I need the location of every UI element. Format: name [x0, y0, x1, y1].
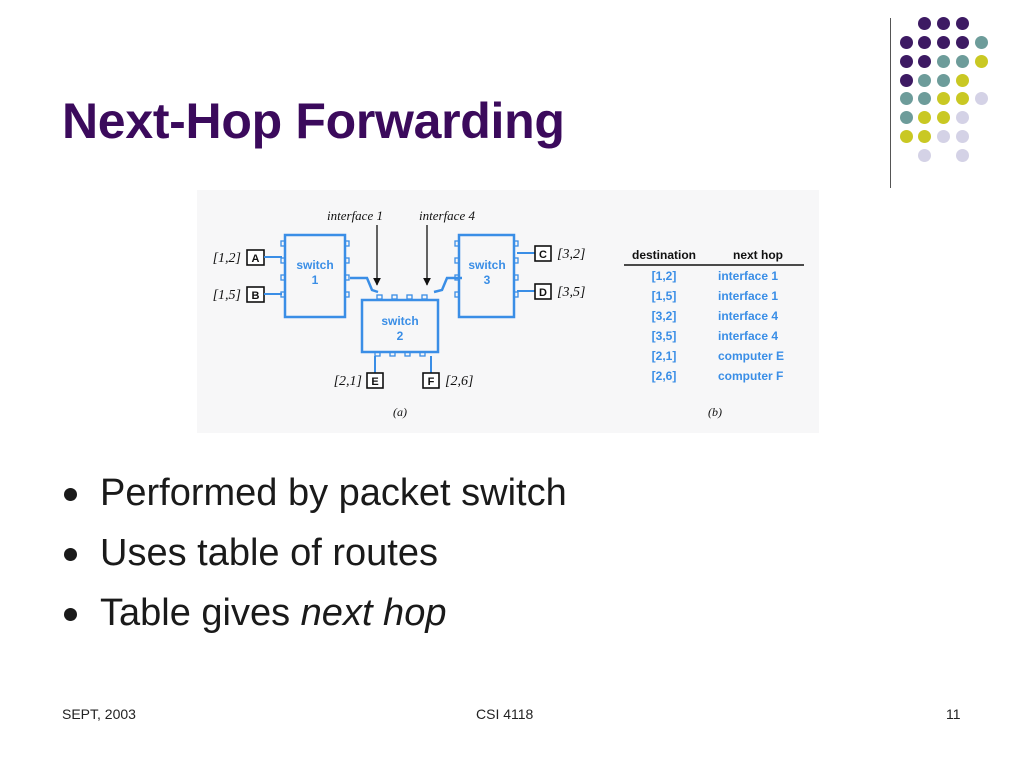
decor-dot — [900, 130, 913, 143]
computer-d: D [3,5] — [517, 283, 585, 300]
computer-e-id: E — [371, 376, 378, 388]
decor-dot — [937, 17, 950, 30]
table-cell-destination: [3,5] — [652, 329, 677, 343]
decor-dot — [937, 130, 950, 143]
decor-dot — [937, 92, 950, 105]
computer-b-id: B — [252, 290, 260, 302]
caption-b: (b) — [708, 405, 722, 419]
bullet-text: Table gives — [100, 592, 301, 634]
computer-b: [1,5] B — [213, 286, 282, 303]
switch-3-label: switch — [468, 258, 505, 272]
bullet-list: Performed by packet switch Uses table of… — [62, 465, 567, 645]
computer-a: [1,2] A — [213, 249, 282, 266]
computer-a-id: A — [252, 253, 260, 265]
decor-dot — [975, 36, 988, 49]
bullet-text: Performed by packet switch — [100, 472, 567, 514]
decor-dot — [956, 36, 969, 49]
decor-dot — [956, 111, 969, 124]
decor-dot — [975, 55, 988, 68]
bullet-text: Uses table of routes — [100, 532, 438, 574]
footer-page-number: 11 — [946, 706, 961, 722]
switch-2-number: 2 — [397, 329, 404, 343]
bullet-dot-icon — [64, 488, 77, 501]
switch-2-label: switch — [381, 314, 418, 328]
decor-dot — [937, 36, 950, 49]
decor-dot — [900, 111, 913, 124]
table-cell-next-hop: computer E — [718, 349, 784, 363]
decor-dot — [918, 111, 931, 124]
decor-dot — [956, 17, 969, 30]
switch-1-label: switch — [296, 258, 333, 272]
bullet-item: Performed by packet switch — [62, 465, 567, 525]
decor-dot — [900, 92, 913, 105]
table-cell-next-hop: interface 4 — [718, 329, 778, 343]
decor-dot — [956, 92, 969, 105]
computer-b-address: [1,5] — [213, 288, 241, 303]
table-cell-next-hop: interface 1 — [718, 289, 778, 303]
decor-dot — [918, 130, 931, 143]
switch-1: switch 1 — [280, 233, 350, 319]
switch-2: switch 2 — [360, 294, 440, 357]
footer-course: CSI 4118 — [476, 706, 534, 722]
switch-3: switch 3 — [454, 233, 519, 319]
switch-3-number: 3 — [484, 273, 491, 287]
computer-f-id: F — [428, 376, 435, 388]
routing-table: destination next hop [1,2] interface 1 [… — [624, 248, 804, 383]
switch-1-number: 1 — [312, 273, 319, 287]
table-cell-destination: [3,2] — [652, 309, 677, 323]
decor-dot — [900, 55, 913, 68]
decor-dot — [918, 17, 931, 30]
link-switch1-switch2 — [350, 276, 379, 294]
decor-dot — [918, 149, 931, 162]
decor-dot — [975, 92, 988, 105]
next-hop-figure: switch 1 switch 2 — [197, 190, 819, 433]
table-cell-destination: [1,2] — [652, 269, 677, 283]
table-cell-next-hop: interface 4 — [718, 309, 778, 323]
decor-dot — [900, 74, 913, 87]
decor-dot — [956, 149, 969, 162]
computer-d-address: [3,5] — [557, 285, 585, 300]
footer-date: SEPT, 2003 — [62, 706, 136, 722]
computer-c: C [3,2] — [517, 245, 585, 262]
table-cell-destination: [1,5] — [652, 289, 677, 303]
caption-a: (a) — [393, 405, 407, 419]
bullet-dot-icon — [64, 548, 77, 561]
decor-dot — [937, 111, 950, 124]
table-cell-next-hop: computer F — [718, 369, 783, 383]
computer-c-address: [3,2] — [557, 247, 585, 262]
computer-e-address: [2,1] — [334, 374, 362, 389]
table-header-next-hop: next hop — [733, 248, 783, 262]
computer-a-address: [1,2] — [213, 251, 241, 266]
table-cell-destination: [2,1] — [652, 349, 677, 363]
decor-dot — [918, 36, 931, 49]
decor-dot — [956, 74, 969, 87]
table-cell-destination: [2,6] — [652, 369, 677, 383]
computer-c-id: C — [539, 249, 547, 261]
interface-4-label: interface 4 — [419, 208, 475, 223]
bullet-item: Table gives next hop — [62, 585, 567, 645]
decor-dot — [900, 36, 913, 49]
computer-f-address: [2,6] — [445, 374, 473, 389]
computer-d-id: D — [539, 287, 547, 299]
decor-dot — [937, 55, 950, 68]
decor-dot — [956, 55, 969, 68]
slide-title: Next-Hop Forwarding — [62, 93, 565, 149]
decor-dot — [918, 92, 931, 105]
decor-dot — [918, 55, 931, 68]
decorative-divider — [890, 18, 891, 188]
decor-dot — [918, 74, 931, 87]
bullet-dot-icon — [64, 608, 77, 621]
table-cell-next-hop: interface 1 — [718, 269, 778, 283]
computer-f: F [2,6] — [422, 356, 473, 389]
decorative-dot-grid — [900, 12, 1010, 172]
bullet-emphasis: next hop — [300, 592, 447, 634]
decor-dot — [937, 74, 950, 87]
decor-dot — [956, 130, 969, 143]
interface-1-label: interface 1 — [327, 208, 383, 223]
bullet-item: Uses table of routes — [62, 525, 567, 585]
table-header-destination: destination — [632, 248, 696, 262]
network-diagram: switch 1 switch 2 — [213, 208, 804, 419]
computer-e: E [2,1] — [334, 356, 384, 389]
